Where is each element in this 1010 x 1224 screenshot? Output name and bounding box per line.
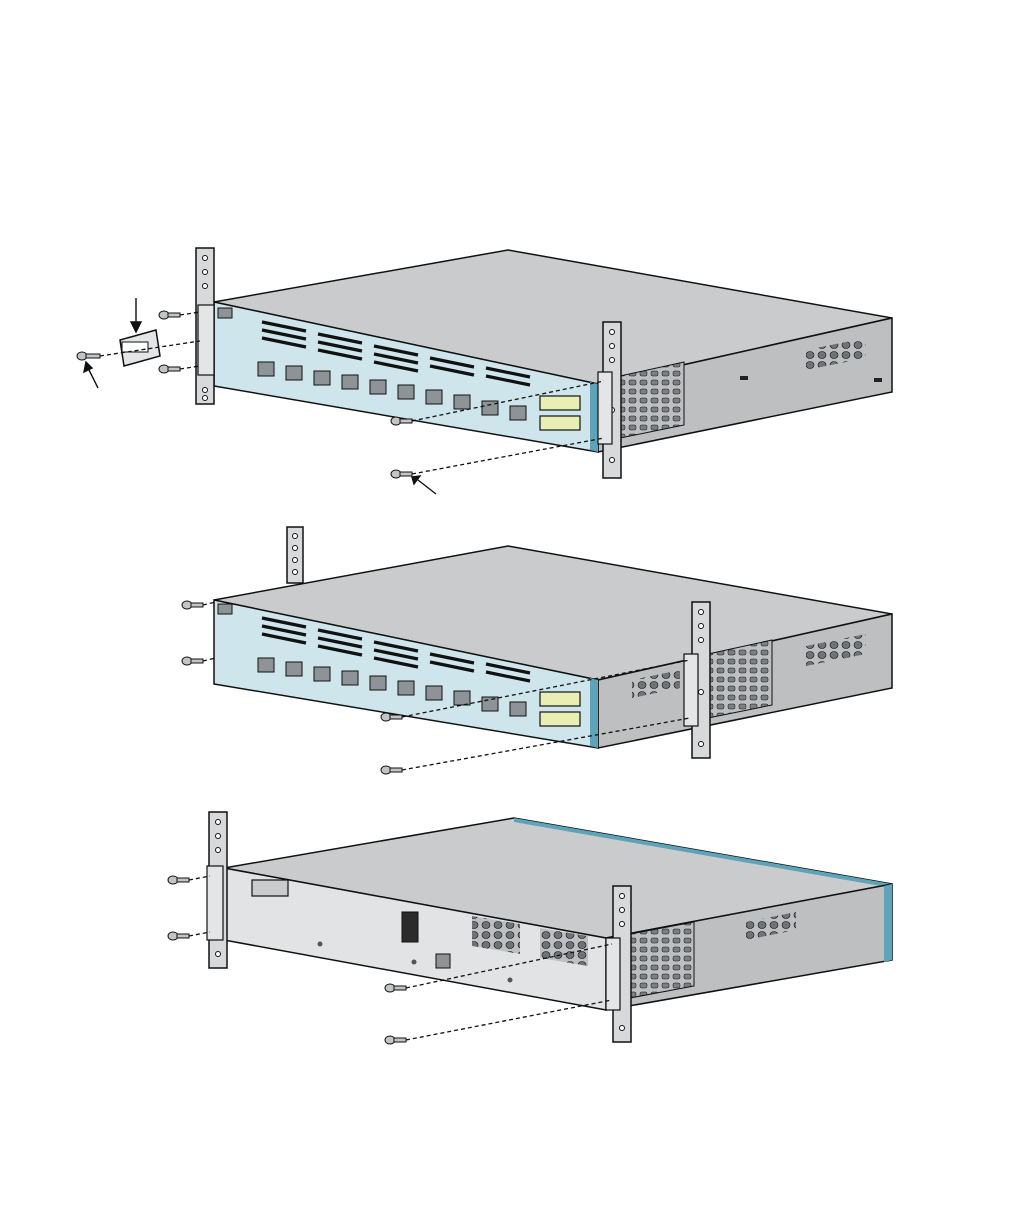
panel-front-with-cable-guide bbox=[77, 248, 892, 494]
mounting-bracket bbox=[207, 866, 223, 940]
ethernet-port bbox=[510, 406, 526, 420]
ethernet-port bbox=[342, 671, 358, 685]
front-panel-accent bbox=[590, 382, 598, 452]
mounting-bracket bbox=[684, 654, 698, 726]
ethernet-port bbox=[398, 385, 414, 399]
serial-connector bbox=[252, 880, 288, 896]
ethernet-port bbox=[342, 375, 358, 389]
ethernet-port bbox=[314, 667, 330, 681]
ethernet-port bbox=[426, 390, 442, 404]
status-led-block bbox=[218, 308, 232, 318]
power-inlet bbox=[402, 912, 418, 942]
cable-guide-icon bbox=[120, 330, 160, 366]
mounting-bracket bbox=[198, 305, 214, 375]
side-vent-grid bbox=[708, 640, 772, 718]
ethernet-port bbox=[426, 686, 442, 700]
ethernet-port bbox=[314, 371, 330, 385]
mounting-bracket bbox=[606, 938, 620, 1010]
module-slot bbox=[540, 692, 580, 706]
panel-rear-mount bbox=[168, 812, 892, 1044]
front-panel-accent bbox=[590, 678, 598, 748]
ethernet-port bbox=[258, 362, 274, 376]
module-slot bbox=[540, 396, 580, 410]
ethernet-port bbox=[482, 697, 498, 711]
panel-front-recessed bbox=[182, 527, 892, 774]
side-vent-grid bbox=[630, 922, 694, 998]
ethernet-port bbox=[454, 395, 470, 409]
module-slot bbox=[540, 416, 580, 430]
mounting-bracket bbox=[598, 372, 612, 444]
ethernet-port bbox=[370, 380, 386, 394]
module-slot bbox=[540, 712, 580, 726]
status-led-block bbox=[218, 604, 232, 614]
ethernet-port bbox=[286, 366, 302, 380]
chassis-side-accent bbox=[884, 884, 892, 962]
ethernet-port bbox=[258, 658, 274, 672]
ethernet-port bbox=[286, 662, 302, 676]
console-port bbox=[436, 954, 450, 968]
ethernet-port bbox=[370, 676, 386, 690]
side-slot bbox=[874, 378, 882, 382]
ethernet-port bbox=[454, 691, 470, 705]
side-slot bbox=[740, 376, 748, 380]
side-vent-grid bbox=[620, 362, 684, 438]
ethernet-port bbox=[398, 681, 414, 695]
ethernet-port bbox=[510, 702, 526, 716]
